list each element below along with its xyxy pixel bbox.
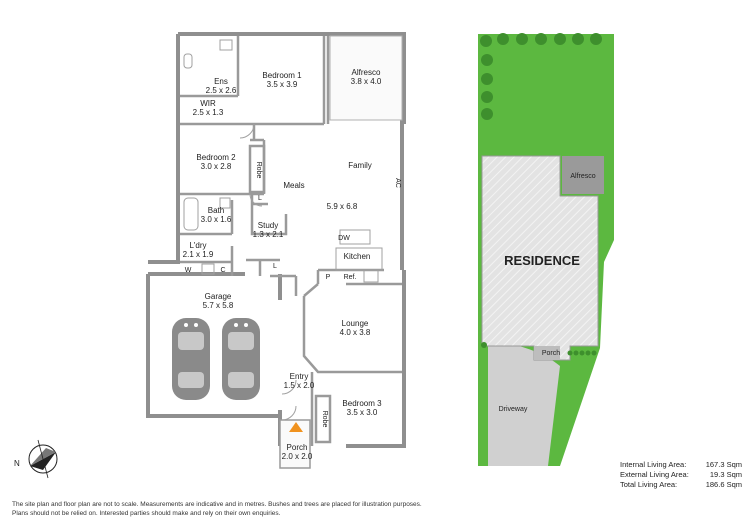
room-laundry-name: L'dry (189, 241, 206, 250)
fixtures (183, 39, 383, 421)
entry-arrow-icon (289, 422, 303, 432)
linen-label-1: L (258, 195, 262, 202)
car-icon-left (172, 318, 210, 400)
room-wir-name: WIR (200, 99, 216, 108)
area-summary: Internal Living Area: 167.3 Sqm External… (620, 460, 742, 490)
room-kitchen-name: Kitchen (344, 252, 371, 261)
car-icon-right (222, 318, 260, 400)
compass-icon: N (14, 439, 58, 479)
area-row-internal: Internal Living Area: 167.3 Sqm (620, 460, 742, 470)
site-alfresco-label: Alfresco (570, 173, 595, 180)
pantry-label: P (326, 274, 331, 281)
linen-label-2: L (273, 263, 277, 270)
site-residence-label: RESIDENCE (504, 253, 580, 268)
room-bedroom2-name: Bedroom 2 (196, 153, 236, 162)
room-ens-size: 2.5 x 2.6 (206, 86, 237, 95)
area-label: Internal Living Area: (620, 460, 687, 469)
room-laundry-size: 2.1 x 1.9 (183, 250, 214, 259)
area-value: 167.3 Sqm (705, 460, 742, 469)
room-lounge-size: 4.0 x 3.8 (340, 328, 371, 337)
room-bedroom1-size: 3.5 x 3.9 (267, 80, 298, 89)
room-ens-name: Ens (214, 77, 228, 86)
ac-label: AC (394, 178, 401, 188)
room-study-size: 1.3 x 2.1 (253, 230, 284, 239)
room-entry-name: Entry (290, 372, 309, 381)
area-label: External Living Area: (620, 470, 689, 479)
room-study-name: Study (258, 221, 278, 230)
room-bedroom3-size: 3.5 x 3.0 (347, 408, 378, 417)
room-garage-name: Garage (205, 292, 232, 301)
robe-label-2: Robe (321, 411, 328, 428)
room-porch-name: Porch (287, 443, 308, 452)
room-porch-size: 2.0 x 2.0 (282, 452, 313, 461)
site-alfresco-block (562, 156, 604, 194)
area-row-external: External Living Area: 19.3 Sqm (620, 470, 742, 480)
room-garage-size: 5.7 x 5.8 (203, 301, 234, 310)
room-bedroom3-name: Bedroom 3 (342, 399, 382, 408)
compass-north-label: N (14, 459, 20, 468)
alfresco-area (329, 35, 403, 121)
room-family-name: Family (348, 161, 372, 170)
room-bedroom1-name: Bedroom 1 (262, 71, 302, 80)
fridge-label: Ref. (344, 274, 357, 281)
site-porch-label: Porch (542, 350, 560, 357)
area-label: Total Living Area: (620, 480, 678, 489)
tree-icons (480, 33, 602, 356)
area-value: 186.6 Sqm (705, 480, 742, 489)
site-porch-block (534, 346, 560, 360)
driveway-area (488, 338, 560, 466)
room-bath-size: 3.0 x 1.6 (201, 215, 232, 224)
washer-label: W (185, 267, 192, 274)
disclaimer-line-2: Plans should not be relied on. Intereste… (12, 510, 281, 517)
robe-label-1: Robe (255, 162, 262, 179)
room-wir-size: 2.5 x 1.3 (193, 108, 224, 117)
room-bedroom2-size: 3.0 x 2.8 (201, 162, 232, 171)
site-plan: RESIDENCE Alfresco Porch Driveway (478, 33, 614, 466)
dishwasher-label: DW (338, 235, 350, 242)
room-family-size: 5.9 x 6.8 (327, 202, 358, 211)
cupboard-label: C (220, 267, 225, 274)
residence-footprint (481, 155, 599, 361)
area-row-total: Total Living Area: 186.6 Sqm (620, 480, 742, 490)
site-driveway-label: Driveway (499, 406, 528, 413)
room-alfresco-name: Alfresco (352, 68, 381, 77)
room-labels: Ens 2.5 x 2.6 Bedroom 1 3.5 x 3.9 Alfres… (183, 68, 401, 461)
room-entry-size: 1.5 x 2.0 (284, 381, 315, 390)
disclaimer: The site plan and floor plan are not to … (12, 500, 632, 518)
room-alfresco-size: 3.8 x 4.0 (351, 77, 382, 86)
room-bath-name: Bath (208, 206, 224, 215)
interior-walls (180, 36, 402, 446)
area-value: 19.3 Sqm (709, 470, 742, 479)
room-meals-name: Meals (283, 181, 304, 190)
disclaimer-line-1: The site plan and floor plan are not to … (12, 501, 422, 508)
room-lounge-name: Lounge (342, 319, 369, 328)
